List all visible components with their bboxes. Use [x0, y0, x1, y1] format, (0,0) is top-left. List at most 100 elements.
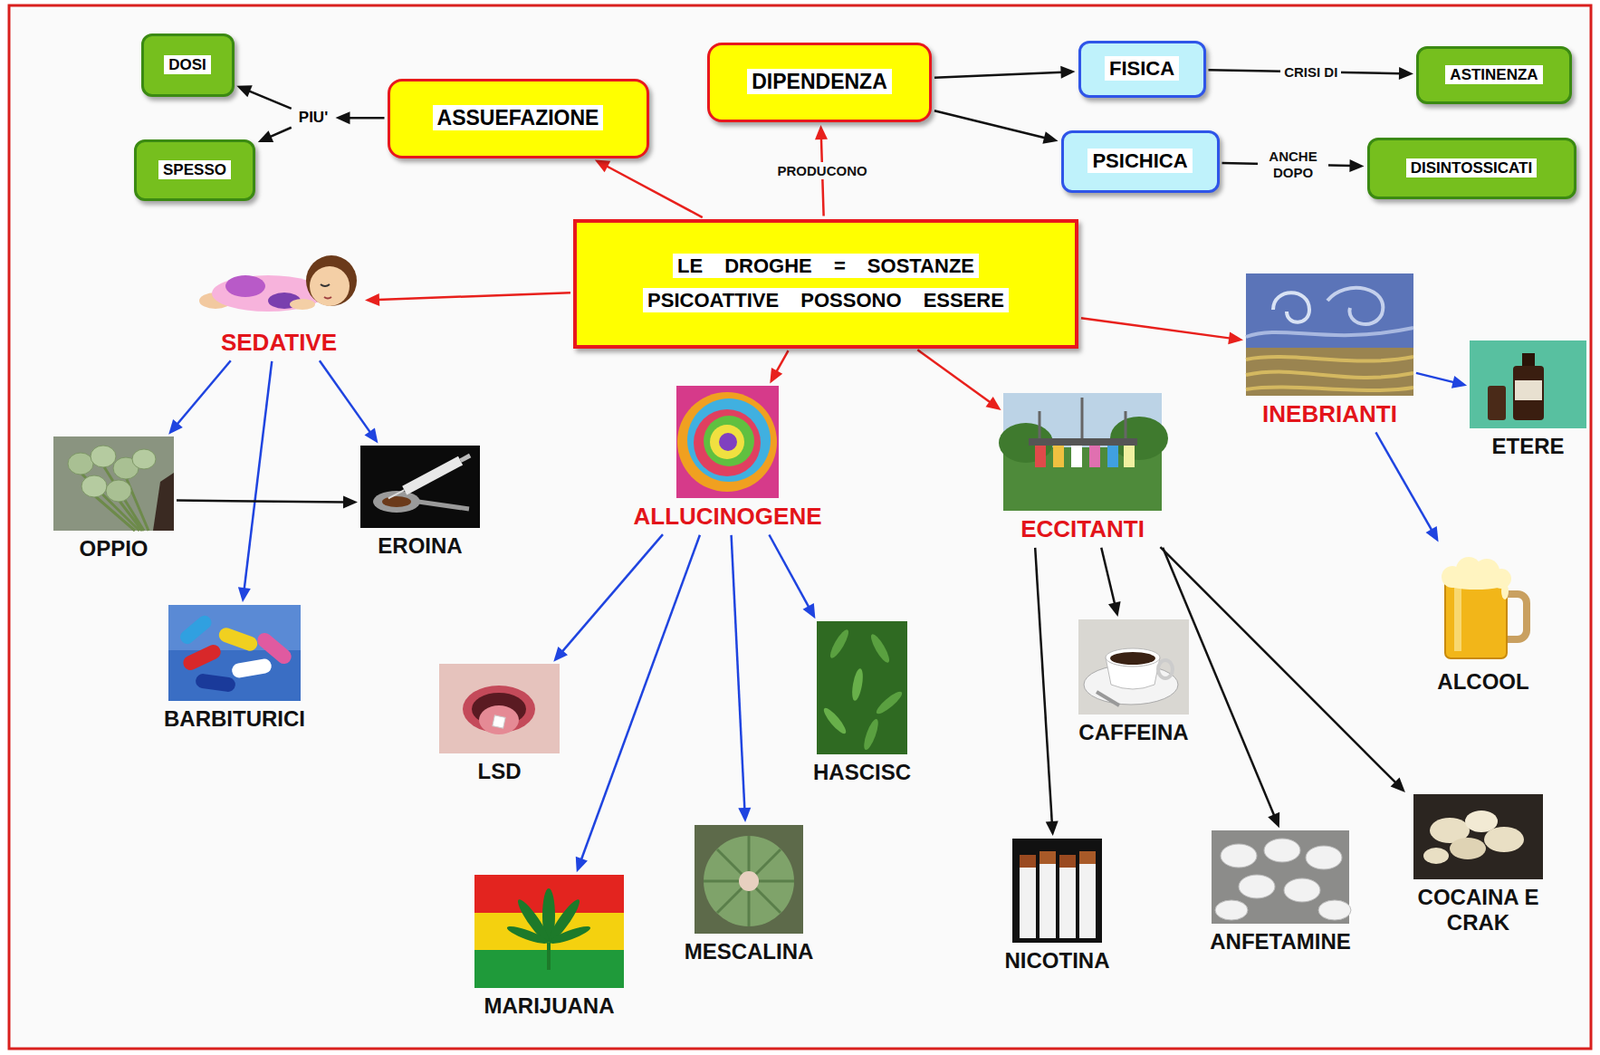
- ether-bottle: [1469, 340, 1587, 429]
- connector: [1034, 547, 1059, 836]
- art-part: [868, 632, 893, 665]
- arrow-head: [553, 646, 568, 662]
- art-part: [1079, 851, 1096, 864]
- substance-label: ANFETAMINE: [1208, 929, 1352, 955]
- art-part: [217, 625, 260, 653]
- art-part: [168, 604, 301, 701]
- art-part: [373, 490, 421, 513]
- art-part: [861, 717, 882, 751]
- text-wrap: ASSUEFAZIONE: [432, 104, 604, 133]
- art-part: [1273, 292, 1310, 323]
- heroin-photo: [360, 445, 480, 528]
- arrow-head: [1426, 526, 1439, 542]
- art-part: [1107, 445, 1119, 468]
- substance-node: ANFETAMINE: [1208, 830, 1352, 957]
- edge-label: ANCHE DOPO: [1257, 147, 1329, 182]
- result-box: DISINTOSSICATI: [1367, 137, 1577, 200]
- art-part: [388, 489, 405, 499]
- node-label: DIPENDENZA: [747, 68, 892, 95]
- result-box: ASTINENZA: [1416, 46, 1572, 105]
- art-part: [1019, 865, 1036, 939]
- substance-label: LSD: [439, 758, 560, 785]
- art-part: [1089, 445, 1101, 468]
- connector: [934, 66, 1076, 79]
- connector-line: [934, 110, 1046, 138]
- sleeping-figure: [199, 255, 357, 312]
- art-part: [1105, 648, 1160, 667]
- art-part: [1513, 365, 1544, 421]
- art-part: [1078, 619, 1189, 715]
- connector: [553, 534, 663, 662]
- arrow-head: [1451, 375, 1467, 389]
- connector-line: [776, 350, 788, 373]
- substance-node: ETERE: [1469, 340, 1587, 461]
- art-part: [1318, 900, 1351, 920]
- art-part: [1039, 851, 1056, 864]
- connector: [258, 127, 292, 143]
- art-part: [1053, 445, 1064, 468]
- art-part: [1469, 340, 1587, 429]
- connector-line: [731, 535, 746, 810]
- category-node: SEDATIVE: [195, 248, 363, 359]
- connector: [335, 111, 384, 125]
- node-label: DISINTOSSICATI: [1406, 158, 1537, 178]
- art-part: [677, 392, 777, 492]
- art-part: [320, 284, 330, 287]
- connector: [364, 292, 571, 307]
- result-box: DOSI: [141, 33, 235, 97]
- connector-line: [768, 535, 809, 609]
- arrow-head: [168, 419, 183, 435]
- substance-node: BARBITURICI: [162, 604, 307, 734]
- substance-label: OPPIO: [53, 536, 174, 562]
- substance-node: COCAINA E CRAK: [1405, 794, 1553, 937]
- node-label: ASTINENZA: [1445, 65, 1543, 85]
- art-part: [1245, 273, 1414, 396]
- category-node: ECCITANTI: [1003, 392, 1162, 546]
- connector-line: [1101, 547, 1115, 605]
- connector-line: [1162, 547, 1275, 817]
- connector: [731, 535, 752, 823]
- connector: [1101, 547, 1121, 617]
- node-label: DOSI: [163, 55, 211, 75]
- art-part: [1059, 854, 1076, 868]
- connector: [934, 110, 1059, 144]
- substance-label: BARBITURICI: [162, 706, 307, 732]
- text-wrap: PIU': [298, 107, 328, 129]
- connector: [236, 85, 291, 109]
- ride-photo: [998, 392, 1169, 511]
- connector: [176, 495, 358, 508]
- art-part: [132, 449, 156, 470]
- arrow-head: [1108, 601, 1121, 617]
- connector: [768, 535, 815, 620]
- cannabis-flag: [474, 874, 624, 988]
- pills-photo: [168, 604, 301, 701]
- connector: [575, 535, 700, 872]
- poppy-photo: [53, 436, 174, 531]
- art-part: [1445, 578, 1507, 659]
- connector-line: [377, 292, 571, 300]
- art-part: [105, 479, 132, 502]
- connector-line: [917, 349, 991, 403]
- arrow-head: [594, 159, 611, 173]
- arrow-head: [986, 396, 1002, 411]
- connector: [594, 159, 703, 218]
- connector-line: [581, 535, 700, 861]
- art-part: [1245, 347, 1414, 396]
- connector-line: [561, 534, 663, 652]
- connector: [238, 361, 272, 603]
- arrow-head: [1227, 331, 1244, 345]
- arrow-head: [814, 124, 828, 140]
- art-part: [1019, 854, 1036, 868]
- arrow-head: [238, 586, 251, 603]
- connector: [769, 350, 788, 384]
- arrow-head: [1398, 67, 1414, 80]
- connector: [1375, 431, 1438, 542]
- art-part: [850, 667, 865, 701]
- starry-painting: [1245, 273, 1414, 396]
- art-part: [360, 445, 480, 528]
- art-part: [821, 705, 850, 737]
- category-label: ECCITANTI: [1003, 516, 1162, 544]
- result-box: SPESSO: [134, 139, 256, 202]
- substance-label: NICOTINA: [1004, 948, 1112, 974]
